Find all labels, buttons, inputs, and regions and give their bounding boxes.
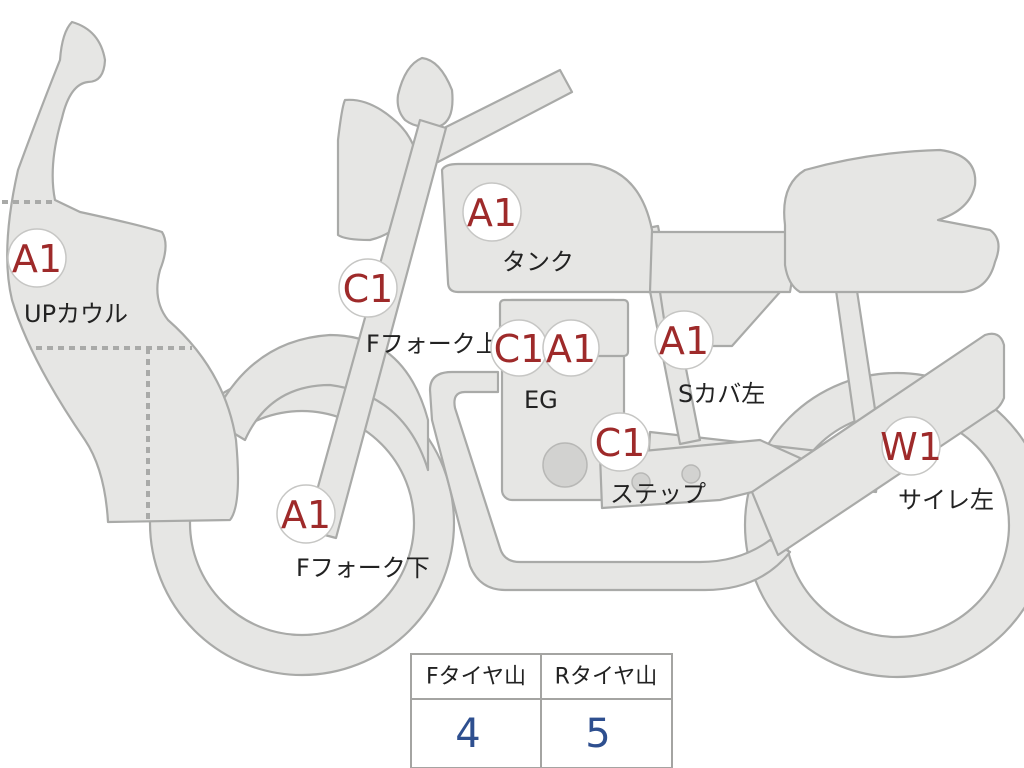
part-label-eg: EG — [524, 386, 558, 414]
upper-cowl — [6, 20, 240, 524]
grade-text-upcowl: A1 — [12, 237, 62, 281]
mirror — [396, 56, 454, 129]
part-scover-left: A1 Sカバ左 — [654, 310, 765, 408]
part-label-upcowl: UPカウル — [24, 300, 128, 328]
grade-badge-tank — [462, 182, 522, 242]
part-upcowl: A1 UPカウル — [7, 228, 128, 328]
grade-text-muffler-left: W1 — [880, 425, 942, 469]
part-ffork-lower: A1 Fフォーク下 — [276, 484, 430, 582]
grade-text-scover-left: A1 — [659, 319, 709, 363]
muffler — [750, 332, 1006, 557]
tire-tread-table: Fタイヤ山 Rタイヤ山 4 5 — [410, 653, 673, 768]
seat — [783, 148, 1000, 294]
grade-badge-ffork-lower — [276, 484, 336, 544]
part-step: C1 ステップ — [590, 412, 706, 508]
part-label-ffork-lower: Fフォーク下 — [296, 554, 430, 582]
grade-text-eg-right: A1 — [546, 327, 596, 371]
part-label-tank: タンク — [502, 248, 574, 276]
grade-badge-step — [590, 412, 650, 472]
grade-badge-upcowl — [7, 228, 67, 288]
grade-badge-eg-right — [542, 319, 600, 377]
part-label-ffork-upper: Fフォーク上 — [366, 330, 500, 358]
footpeg-rear — [681, 464, 701, 484]
grade-text-ffork-lower: A1 — [281, 493, 331, 537]
part-tank: A1 タンク — [462, 182, 574, 276]
frame-rail — [638, 230, 802, 294]
grade-badge-ffork-upper — [338, 258, 398, 318]
part-label-scover-left: Sカバ左 — [678, 380, 765, 408]
grade-text-ffork-upper: C1 — [343, 267, 394, 311]
part-label-muffler-left: サイレ左 — [898, 486, 994, 514]
grade-text-step: C1 — [595, 421, 646, 465]
part-ffork-upper: C1 Fフォーク上 — [338, 258, 500, 358]
part-eg: C1 A1 EG — [490, 319, 600, 414]
tire-header-rear: Rタイヤ山 — [555, 665, 658, 690]
part-muffler-left: W1 サイレ左 — [880, 416, 994, 514]
engine-cover — [542, 442, 588, 488]
grade-badge-muffler-left — [881, 416, 941, 476]
grade-text-eg-left: C1 — [494, 327, 545, 371]
front-fork — [304, 118, 448, 540]
grade-text-tank: A1 — [467, 191, 517, 235]
tire-value-rear: 5 — [585, 711, 610, 757]
part-label-step: ステップ — [610, 480, 706, 508]
footpeg-front — [631, 472, 651, 492]
tire-value-front: 4 — [455, 711, 480, 757]
tire-header-front: Fタイヤ山 — [426, 665, 526, 690]
rear-wheel — [743, 371, 1024, 679]
exhaust-pipe — [428, 370, 792, 592]
grade-badge-scover-left — [654, 310, 714, 370]
